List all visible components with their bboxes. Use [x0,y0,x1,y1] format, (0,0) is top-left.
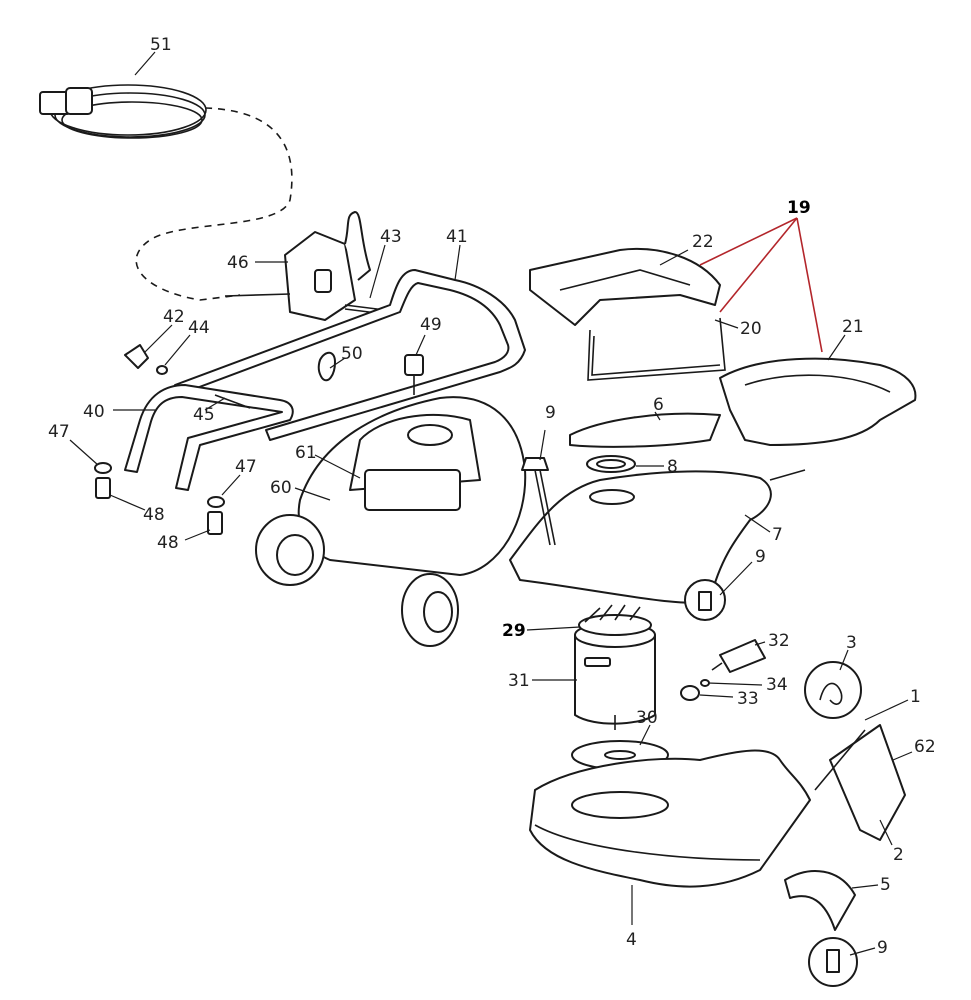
rear-wheel-part [401,573,459,647]
motor-cover-part [569,412,721,448]
spring-circle-part [804,661,862,719]
label-9-bottom: 9 [877,938,888,958]
switch-box-part [224,211,371,321]
label-51: 51 [150,35,172,55]
lower-handle-part [124,384,294,491]
label-44: 44 [188,318,210,338]
label-19: 19 [787,198,811,218]
label-62: 62 [914,737,936,757]
label-49: 49 [420,315,442,335]
front-wheel-part [255,514,325,586]
label-34: 34 [766,675,788,695]
label-4: 4 [626,930,637,950]
fan-part [578,604,652,636]
guard-part [784,870,856,931]
label-5: 5 [880,875,891,895]
label-43: 43 [380,227,402,247]
grass-box-top-part [529,248,721,326]
mower-deck-part [529,749,811,888]
label-45: 45 [193,405,215,425]
screw-long-part [521,457,556,546]
label-20: 20 [740,319,762,339]
bolt-washer-left-part [94,462,225,535]
label-46: 46 [227,253,249,273]
label-6: 6 [653,395,664,415]
capacitor-part [711,639,766,673]
handle-knob-part [124,344,168,375]
label-47-right: 47 [235,457,257,477]
label-8: 8 [667,457,678,477]
flap-part [814,724,906,841]
label-42: 42 [163,307,185,327]
label-48-right: 48 [157,533,179,553]
grass-box-bag-part [719,357,917,446]
label-32: 32 [768,631,790,651]
gasket-ring-part [586,455,636,473]
screw-circle-bottom-part [808,937,858,987]
screw-circle-mid-part [684,579,726,621]
grass-box-frame-part [587,317,726,381]
deck-cover-part [509,469,806,604]
mower-body-part [297,396,527,576]
label-9-mid: 9 [755,547,766,567]
label-3: 3 [846,633,857,653]
label-21: 21 [842,317,864,337]
label-41: 41 [446,227,468,247]
part-labels: 51 46 43 41 42 44 50 49 40 45 47 47 48 4… [48,35,936,958]
power-cable-part [39,84,293,301]
label-47-left: 47 [48,422,70,442]
label-9-top: 9 [545,403,556,423]
label-61: 61 [295,443,317,463]
nut-part [680,679,710,701]
assembly-callout-19 [699,217,823,353]
label-7: 7 [772,525,783,545]
label-30: 30 [636,708,658,728]
label-29: 29 [502,621,526,641]
handle-cap-part [404,354,424,395]
label-48-left: 48 [143,505,165,525]
label-33: 33 [737,689,759,709]
label-1: 1 [910,687,921,707]
label-31: 31 [508,671,530,691]
label-22: 22 [692,232,714,252]
label-40: 40 [83,402,105,422]
label-50: 50 [341,344,363,364]
label-60: 60 [270,478,292,498]
cable-clip-part [317,351,336,382]
leader-lines [69,51,913,956]
label-2: 2 [893,845,904,865]
